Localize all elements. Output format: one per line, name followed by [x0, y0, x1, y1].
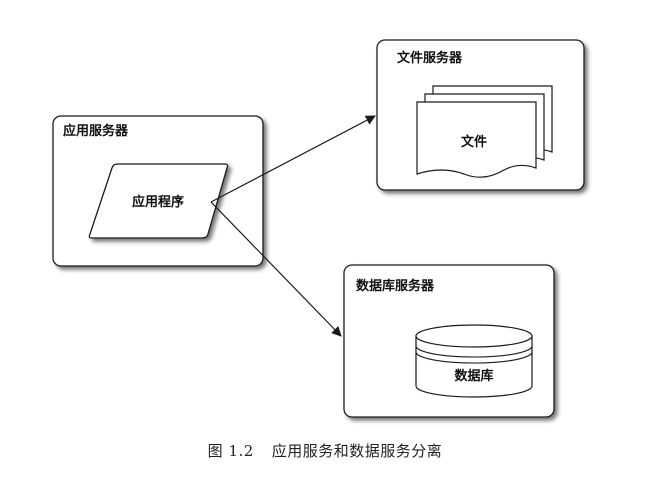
file-server-title: 文件服务器 — [397, 50, 463, 66]
database-label: 数据库 — [454, 368, 493, 384]
application-program-label: 应用程序 — [132, 194, 184, 210]
file-server-box: 文件服务器 文件 — [376, 39, 585, 191]
file-stack-icon: 文件 — [416, 85, 553, 178]
arrow-to-file-server — [210, 115, 376, 203]
figure-caption: 图 1.2 应用服务和数据服务分离 — [0, 440, 650, 461]
application-program-node: 应用程序 — [88, 163, 229, 239]
file-label: 文件 — [461, 134, 487, 150]
figure-number: 图 1.2 — [207, 442, 254, 460]
database-cylinder-icon: 数据库 — [415, 324, 533, 398]
app-server-box: 应用服务器 应用程序 — [52, 115, 264, 267]
app-server-title: 应用服务器 — [63, 123, 129, 139]
database-server-box: 数据库服务器 数据库 — [343, 264, 555, 418]
arrow-to-database-server — [210, 201, 342, 337]
figure-caption-text: 应用服务和数据服务分离 — [271, 442, 443, 460]
database-server-title: 数据库服务器 — [356, 278, 435, 294]
